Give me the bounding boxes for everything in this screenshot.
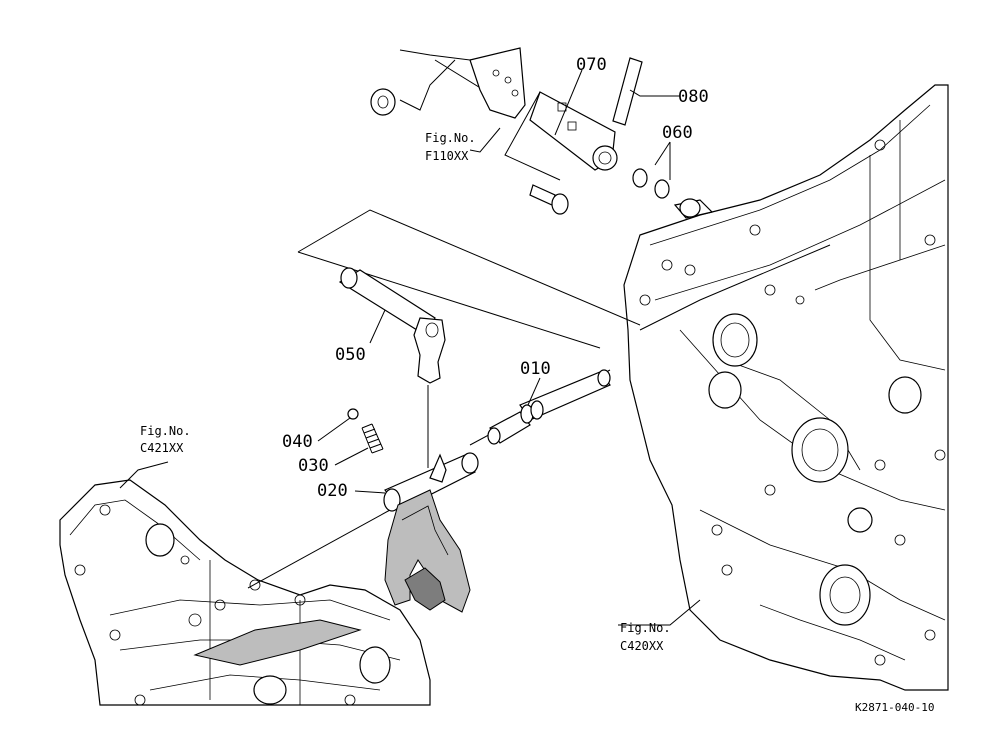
- part-020-shift-fork: [383, 452, 479, 613]
- figure-reference-c420xx: Fig.No. C420XX: [620, 621, 671, 653]
- label-040: 040: [282, 432, 313, 452]
- svg-text:Fig.No.: Fig.No.: [620, 621, 671, 635]
- upper-lever-assembly: [370, 47, 670, 215]
- part-030-spring: [361, 423, 384, 454]
- label-020: 020: [317, 481, 348, 501]
- label-080: 080: [678, 87, 709, 107]
- svg-text:C420XX: C420XX: [620, 639, 664, 653]
- label-060: 060: [662, 123, 693, 143]
- label-070: 070: [576, 55, 607, 75]
- svg-text:C421XX: C421XX: [140, 441, 184, 455]
- label-030: 030: [298, 456, 329, 476]
- figure-reference-c421xx: Fig.No. C421XX: [140, 424, 191, 455]
- label-010: 010: [520, 359, 551, 379]
- part-050-lever: [338, 267, 446, 384]
- part-010-shift-rod: [487, 369, 611, 445]
- svg-text:F110XX: F110XX: [425, 149, 469, 163]
- part-labels: 070 080 060 010 050 040 030 020: [282, 55, 709, 501]
- transmission-case-right: [623, 84, 949, 691]
- transmission-case-left: [59, 479, 431, 706]
- svg-text:Fig.No.: Fig.No.: [425, 131, 476, 145]
- leader-lines: [119, 69, 701, 626]
- drawing-code: K2871-040-10: [855, 701, 934, 714]
- label-050: 050: [335, 345, 366, 365]
- figure-reference-f110xx: Fig.No. F110XX: [425, 131, 476, 163]
- svg-text:Fig.No.: Fig.No.: [140, 424, 191, 438]
- part-040-ball: [347, 408, 359, 420]
